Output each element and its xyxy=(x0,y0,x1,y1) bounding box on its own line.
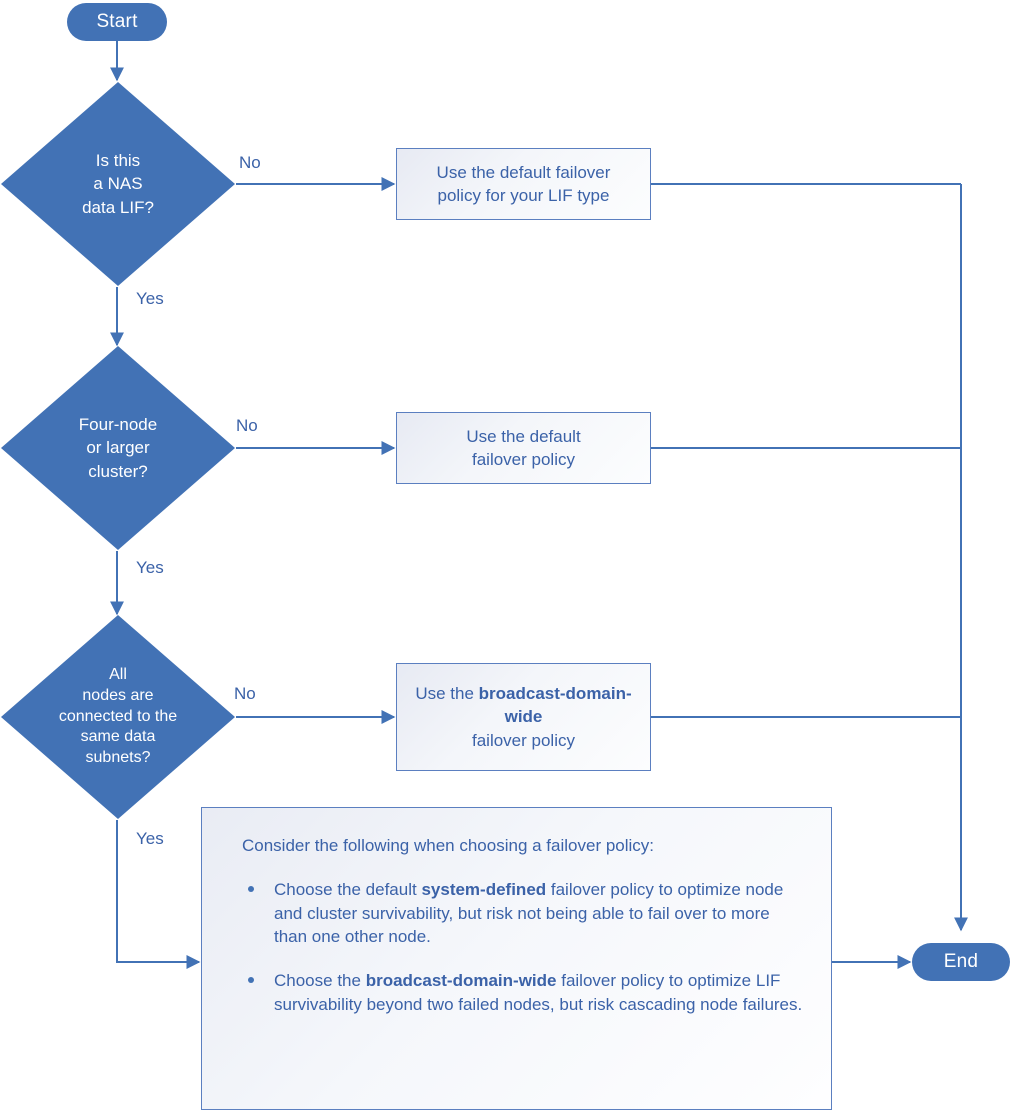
start-node-label: Start xyxy=(96,11,138,32)
process-3-prefix: Use the xyxy=(415,683,479,703)
process-1-line-1: Use the default failover xyxy=(436,162,611,182)
decision-3-line-1: All xyxy=(109,666,127,683)
decision-3-line-3: connected to the xyxy=(58,707,178,725)
bullet-dot-icon xyxy=(248,885,254,892)
edge-label-decision1-no: No xyxy=(239,153,261,172)
decision-node-is-nas-data-lif[interactable]: Is this a NAS data LIF? xyxy=(1,82,235,286)
decision-node-all-nodes-same-data-subnets[interactable]: All nodes are connected to the same data… xyxy=(1,615,235,819)
note-bullet-1-part1: Choose the default xyxy=(274,879,422,899)
edge-label-decision1-yes: Yes xyxy=(136,289,164,308)
decision-2-line-1: Four-node xyxy=(78,415,158,435)
edge-label-decision2-yes: Yes xyxy=(136,558,164,577)
process-1-text: Use the default failover policy for your… xyxy=(437,161,611,208)
note-bullet-2-bold: broadcast-domain-wide xyxy=(365,971,557,991)
note-bullet-item: Choose the default system-defined failov… xyxy=(248,878,805,949)
decision-3-line-2: nodes are xyxy=(82,686,154,704)
process-3-text: Use the broadcast-domain-wide failover p… xyxy=(407,682,640,752)
decision-1-line-3: data LIF? xyxy=(82,197,154,217)
note-bullet-1-part2: failover policy to optimize node and clu… xyxy=(274,879,784,947)
decision-3-label: All nodes are connected to the same data… xyxy=(1,615,235,819)
note-lead-text: Consider the following when choosing a f… xyxy=(242,836,655,855)
process-box-broadcast-domain-wide-failover-policy[interactable]: Use the broadcast-domain-wide failover p… xyxy=(396,663,651,771)
decision-2-label: Four-node or larger cluster? xyxy=(1,346,235,550)
edge-label-decision3-yes: Yes xyxy=(136,829,164,848)
end-node[interactable]: End xyxy=(912,943,1010,981)
process-box-default-failover-policy[interactable]: Use the default failover policy xyxy=(396,412,651,484)
decision-2-line-3: cluster? xyxy=(88,461,148,481)
note-bullet-2-part1: Choose the xyxy=(274,971,366,991)
note-bullet-item: Choose the broadcast-domain-wide failove… xyxy=(248,969,805,1017)
decision-1-line-1: Is this xyxy=(95,151,141,171)
edge-label-decision2-no: No xyxy=(236,416,258,435)
end-node-label: End xyxy=(943,951,979,972)
process-2-text: Use the default failover policy xyxy=(466,425,580,472)
decision-node-four-node-or-larger-cluster[interactable]: Four-node or larger cluster? xyxy=(1,346,235,550)
bullet-dot-icon xyxy=(248,977,254,984)
decision-2-line-2: or larger xyxy=(86,438,150,458)
process-1-line-2: policy for your LIF type xyxy=(437,186,610,205)
note-box-failover-considerations[interactable]: Consider the following when choosing a f… xyxy=(201,807,832,1110)
decision-1-label: Is this a NAS data LIF? xyxy=(1,82,235,286)
edge-label-decision3-no: No xyxy=(234,684,256,703)
process-3-suffix: failover policy xyxy=(472,730,575,750)
decision-3-line-5: subnets? xyxy=(85,749,151,767)
note-bullet-1-bold: system-defined xyxy=(421,879,547,899)
start-node[interactable]: Start xyxy=(67,3,167,41)
process-3-bold: broadcast-domain-wide xyxy=(478,683,632,727)
decision-3-line-4: same data xyxy=(80,728,156,746)
process-box-default-failover-for-lif-type[interactable]: Use the default failover policy for your… xyxy=(396,148,651,220)
note-bullet-2-part2: failover policy to optimize LIF survivab… xyxy=(274,971,803,1014)
note-bullet-list: Choose the default system-defined failov… xyxy=(240,878,805,1017)
process-2-line-2: failover policy xyxy=(471,450,575,469)
process-2-line-1: Use the default xyxy=(466,426,581,446)
decision-1-line-2: a NAS xyxy=(93,174,143,194)
